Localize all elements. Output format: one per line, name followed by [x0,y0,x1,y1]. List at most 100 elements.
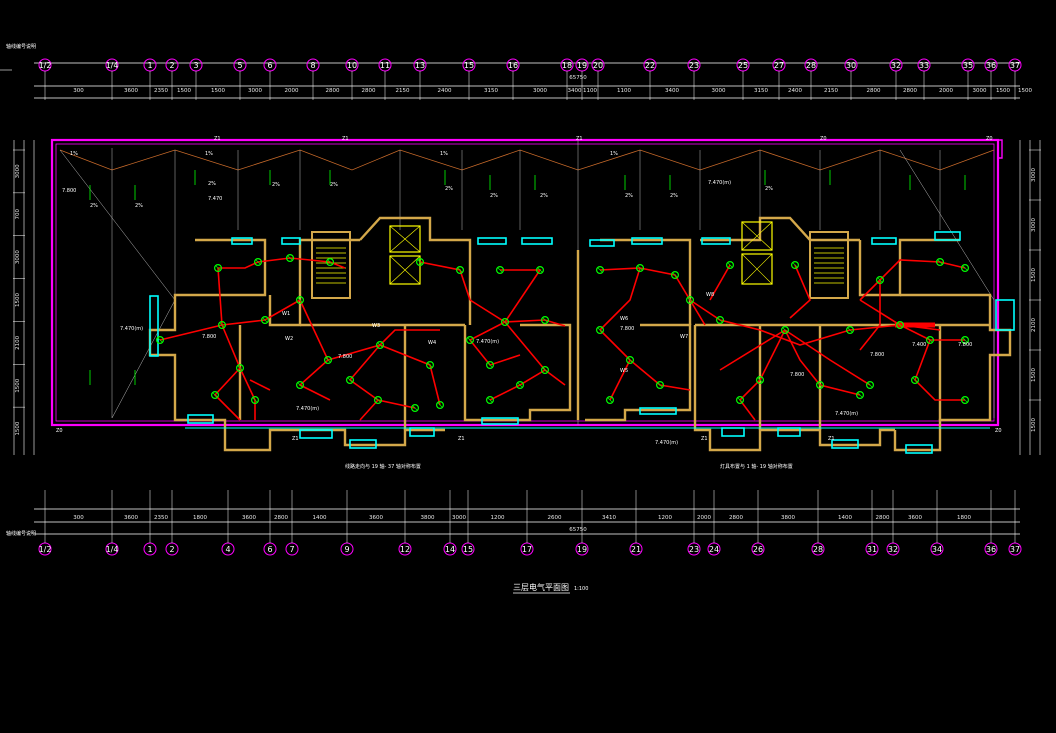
lamp-fixture-cross [327,259,333,265]
drain-arrows [89,170,966,385]
lamp-fixture [496,266,505,275]
roof-partition-lines [59,140,995,425]
dimension-value: 3000 [15,250,21,264]
dimension-value: 2100 [1031,318,1037,332]
dimension-value: 1100 [617,88,631,94]
axis-label: 26 [753,545,763,554]
dimension-value: 2000 [939,88,953,94]
dimension-value: 1500 [211,88,225,94]
dimension-value: 3000 [248,88,262,94]
slope-label: 2% [765,186,773,192]
dimension-value: 3400 [568,88,582,94]
dimension-value: 2000 [285,88,299,94]
dimension-value: 2000 [697,515,711,521]
lamp-fixture [845,326,854,335]
axis-label: 1/2 [39,61,52,70]
dimension-value: 3600 [242,515,256,521]
building-walls [148,216,1012,452]
lamp-fixture [635,264,644,273]
level-label: 7.800 [790,372,804,378]
slope-label: 2% [135,203,143,209]
axis-label: 12 [400,545,410,554]
lamp-fixture [925,336,934,345]
axis-label: 1/4 [106,545,119,554]
lamp-fixture [725,261,734,270]
level-label: 7.470(m) [835,411,858,417]
lamp-fixture [374,396,383,405]
axis-ref-label-bottom: 轴线编号说明 [6,530,36,537]
lamp-fixture [535,266,544,275]
lamp-fixture [346,376,355,385]
dimension-value: 2800 [326,88,340,94]
axis-label: 17 [522,545,532,554]
axis-label: 21 [631,545,641,554]
lamp-fixture [286,254,295,263]
axis-label: 33 [919,61,929,70]
level-label: 7.800 [870,352,884,358]
dimension-value: 300 [73,88,84,94]
lamp-fixture [251,396,260,405]
lamp-fixture-cross [847,327,853,333]
lamp-fixture [466,336,475,345]
dimension-value: 3600 [908,515,922,521]
dimension-value: 1500 [1031,418,1037,432]
lamp-fixture [456,266,465,275]
axis-ref-label-top: 轴线编号说明 [6,43,36,50]
lamp-fixture-cross [502,319,508,325]
lamp-fixture-cross [717,317,723,323]
slope-label: 2% [445,186,453,192]
lamp-fixture-cross [857,392,863,398]
circuit-label: W6 [620,316,628,322]
drawing-title: 三层电气平面图 [513,582,569,592]
axis-label: 32 [888,545,898,554]
dimension-value: 1800 [957,515,971,521]
lamp-fixture [261,316,270,325]
axis-label: 25 [738,61,748,70]
axis-label: 32 [891,61,901,70]
dimension-value: 3000 [533,88,547,94]
lamp-fixture [416,258,425,267]
lamp-fixture [254,258,263,267]
dimension-value: 2800 [362,88,376,94]
slope-label: 1% [205,151,213,157]
level-label: 7.470(m) [296,406,319,412]
corner-label: Z1 [828,436,835,442]
lamp-fixture-cross [687,297,693,303]
lamp-fixture-cross [897,322,903,328]
axis-label: 13 [415,61,425,70]
lamp-fixture [910,376,919,385]
roof-slope-lines [59,149,995,171]
axis-label: 8 [310,61,315,70]
axis-label: 36 [986,545,996,554]
axis-label: 16 [508,61,518,70]
level-label: 7.800 [62,188,76,194]
slope-labels: 1%2%2%2%1%2%2%1%2%2%2%1%2%2%2% [70,151,773,209]
lamp-fixture-cross [157,337,163,343]
lamp-fixture-cross [467,337,473,343]
dimension-value: 1500 [996,88,1010,94]
dimension-value: 3000 [973,88,987,94]
lamp-fixture-cross [727,262,733,268]
lamp-fixture [855,391,864,400]
dimension-value: 3150 [754,88,768,94]
lamp-fixture [670,271,679,280]
dimension-value: 3150 [484,88,498,94]
circuit-label: W3 [372,323,380,329]
lamp-fixture [960,264,969,273]
dimension-value: 300 [73,515,84,521]
total-length-top: 65750 [569,75,587,81]
corner-label: Z1 [701,436,708,442]
lamp-fixture-cross [487,397,493,403]
lamp-fixture-cross [297,382,303,388]
slope-label: 1% [440,151,448,157]
dimension-value: 2100 [15,335,21,349]
axis-label: 15 [463,545,473,554]
note-right: 灯具布置与 1 轴- 19 轴对称布置 [720,463,793,470]
axis-label: 18 [562,61,572,70]
circuit-label: W8 [706,292,714,298]
dimension-value: 3000 [15,164,21,178]
slope-label: 2% [330,182,338,188]
lamp-fixture [211,391,220,400]
lamp-fixture-cross [627,357,633,363]
